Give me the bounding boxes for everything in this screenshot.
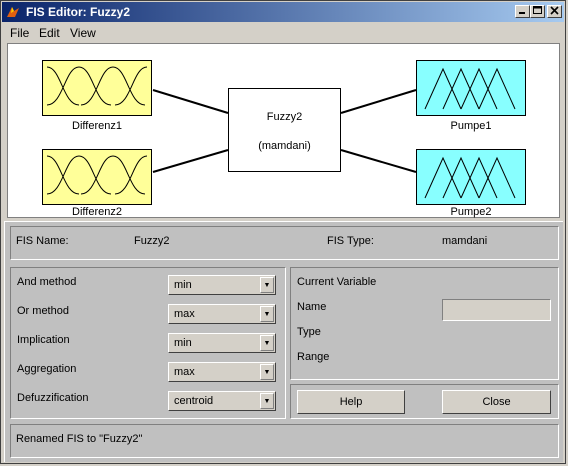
aggregation-select[interactable]: max ▼ (168, 362, 276, 382)
fis-system-type: (mamdani) (258, 140, 311, 152)
fis-type-label: FIS Type: (327, 235, 374, 247)
and-method-select[interactable]: min ▼ (168, 275, 276, 295)
fis-diagram: Differenz1 Differenz2 Fuzzy2 (mamdani) P… (7, 43, 560, 218)
close-icon (550, 6, 559, 15)
status-message: Renamed FIS to "Fuzzy2" (16, 433, 143, 445)
or-method-value: max (174, 308, 195, 320)
variable-name-field[interactable] (442, 299, 551, 321)
input-differenz1-label: Differenz1 (72, 120, 122, 132)
matlab-icon (7, 7, 19, 17)
maximize-button[interactable] (530, 5, 545, 18)
input-mf-curves (46, 66, 148, 106)
implication-label: Implication (17, 334, 70, 346)
input-differenz2-label: Differenz2 (72, 206, 122, 218)
chevron-down-icon: ▼ (260, 393, 274, 409)
current-variable-title: Current Variable (297, 276, 377, 288)
aggregation-value: max (174, 366, 195, 378)
or-method-label: Or method (17, 305, 69, 317)
variable-range-label: Range (297, 351, 330, 363)
menu-file[interactable]: File (10, 26, 30, 40)
defuzzification-value: centroid (174, 395, 214, 407)
output-pumpe2-box[interactable] (416, 149, 526, 205)
chevron-down-icon: ▼ (260, 277, 274, 293)
close-button[interactable]: Close (442, 390, 551, 414)
fis-name-label: FIS Name: (16, 235, 69, 247)
input-differenz2-box[interactable] (42, 149, 152, 205)
help-button[interactable]: Help (297, 390, 405, 414)
chevron-down-icon: ▼ (260, 364, 274, 380)
fis-system-box[interactable]: Fuzzy2 (mamdani) (228, 88, 341, 172)
title-bar[interactable]: FIS Editor: Fuzzy2 (2, 2, 564, 22)
fis-name-value: Fuzzy2 (134, 235, 170, 247)
chevron-down-icon: ▼ (260, 335, 274, 351)
fis-info-panel (10, 226, 559, 260)
minimize-icon (519, 12, 525, 14)
or-method-select[interactable]: max ▼ (168, 304, 276, 324)
menu-view[interactable]: View (70, 26, 96, 40)
menu-bar: File Edit View (2, 23, 564, 42)
fis-type-value: mamdani (442, 235, 488, 247)
input-differenz1-box[interactable] (42, 60, 152, 116)
defuzzification-select[interactable]: centroid ▼ (168, 391, 276, 411)
defuzzification-label: Defuzzification (17, 392, 89, 404)
implication-select[interactable]: min ▼ (168, 333, 276, 353)
maximize-icon (533, 6, 542, 14)
output-pumpe2-label: Pumpe2 (450, 206, 492, 218)
input-mf-curves (46, 155, 148, 195)
variable-name-label: Name (297, 301, 327, 313)
current-variable-panel (290, 267, 559, 380)
output-mf-triangles (424, 156, 516, 199)
connection-lines (152, 89, 417, 173)
fis-system-name: Fuzzy2 (266, 111, 303, 123)
aggregation-label: Aggregation (17, 363, 77, 375)
output-mf-triangles (424, 67, 516, 110)
implication-value: min (174, 337, 192, 349)
chevron-down-icon: ▼ (260, 306, 274, 322)
output-pumpe1-box[interactable] (416, 60, 526, 116)
variable-type-label: Type (297, 326, 321, 338)
menu-edit[interactable]: Edit (39, 26, 60, 40)
output-pumpe1-label: Pumpe1 (450, 120, 492, 132)
window-title: FIS Editor: Fuzzy2 (26, 5, 131, 19)
status-panel (10, 424, 559, 458)
and-method-label: And method (17, 276, 77, 288)
and-method-value: min (174, 279, 192, 291)
close-window-button[interactable] (547, 5, 562, 18)
minimize-button[interactable] (515, 5, 530, 18)
